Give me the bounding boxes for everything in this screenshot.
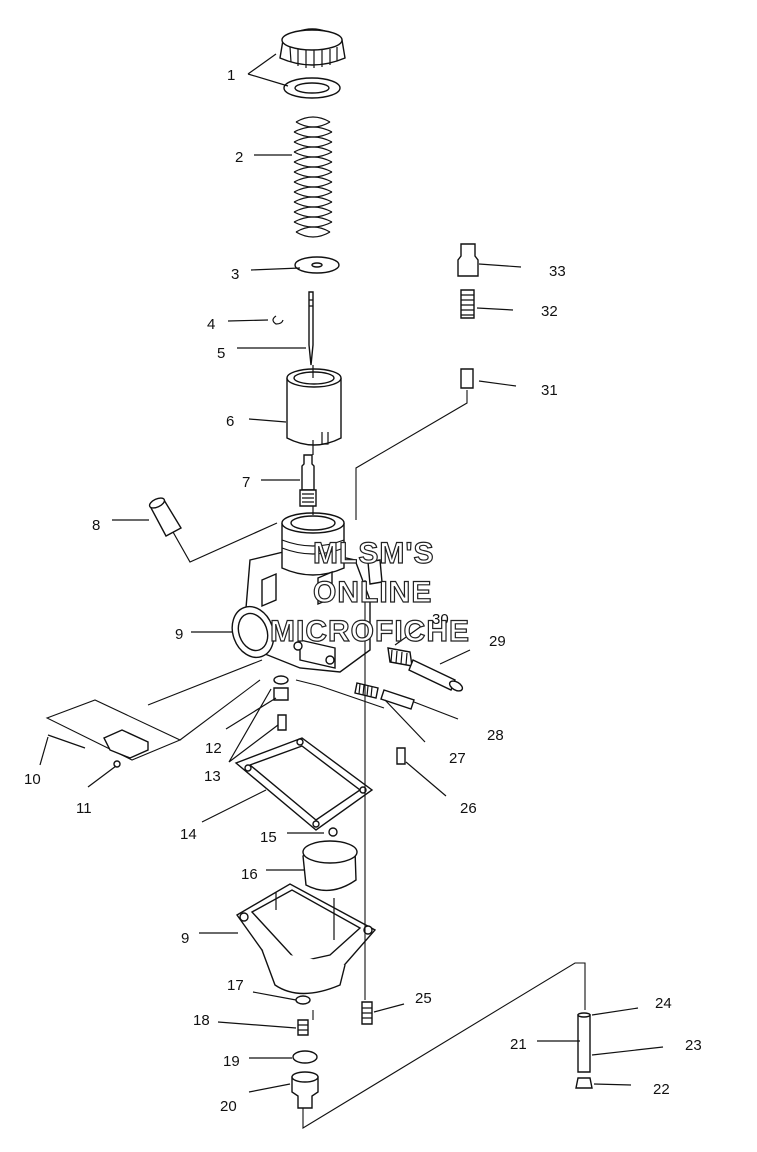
callout-7: 7 [242, 474, 250, 491]
callout-31: 31 [541, 382, 558, 399]
part-idle-screw [387, 647, 464, 692]
part-spring [293, 116, 333, 238]
callout-27: 27 [449, 750, 466, 767]
callout-28: 28 [487, 727, 504, 744]
part-cap-and-washer [279, 28, 346, 99]
part-carburetor-body [231, 512, 383, 673]
part-main-jet [297, 1019, 309, 1036]
callout-9b: 9 [181, 930, 189, 947]
part-washer [295, 995, 311, 1005]
callout-12: 12 [205, 740, 222, 757]
alignment-lines [147, 365, 586, 1129]
part-needle-jet [299, 454, 317, 507]
callout-15: 15 [260, 829, 277, 846]
part-adjuster-cable [355, 243, 479, 520]
callout-25: 25 [415, 990, 432, 1007]
callout-18: 18 [193, 1012, 210, 1029]
callout-26: 26 [460, 800, 477, 817]
callout-5: 5 [217, 345, 225, 362]
callout-16: 16 [241, 866, 258, 883]
part-needle [308, 291, 314, 366]
part-plate [294, 256, 340, 274]
callout-1: 1 [227, 67, 235, 84]
watermark-line3: MICROFICHE [270, 615, 470, 648]
callout-32: 32 [541, 303, 558, 320]
callout-9a: 9 [175, 626, 183, 643]
part-gasket [234, 737, 374, 831]
callout-30: 30 [432, 611, 449, 628]
callout-29: 29 [489, 633, 506, 650]
part-float [302, 840, 358, 892]
callout-8: 8 [92, 517, 100, 534]
part-jet-assembly [273, 675, 289, 731]
part-plug-22 [575, 1077, 593, 1089]
callout-24: 24 [655, 995, 672, 1012]
callout-3: 3 [231, 266, 239, 283]
callout-labels: 1 2 3 4 5 6 7 8 9 10 11 12 13 14 15 16 9… [24, 67, 702, 1115]
part-float-arm [45, 699, 182, 768]
part-screw-25 [361, 1001, 373, 1025]
part-screw-26 [396, 747, 406, 765]
part-float-bowl [235, 883, 377, 995]
watermark-line1: MLSM'S [313, 537, 434, 570]
callout-19: 19 [223, 1053, 240, 1070]
leader-lines [39, 53, 664, 1093]
callout-22: 22 [653, 1081, 670, 1098]
callout-13: 13 [204, 768, 221, 785]
callout-21: 21 [510, 1036, 527, 1053]
callout-6: 6 [226, 413, 234, 430]
callout-23: 23 [685, 1037, 702, 1054]
part-cap [148, 497, 182, 537]
part-clip [272, 315, 284, 325]
callout-2: 2 [235, 149, 243, 166]
callout-14: 14 [180, 826, 197, 843]
part-tube [577, 1012, 591, 1073]
callout-4: 4 [207, 316, 215, 333]
callout-33: 33 [549, 263, 566, 280]
watermark: MLSM'S ONLINE MICROFICHE [269, 536, 470, 648]
part-throttle-valve [286, 368, 342, 446]
part-ball [328, 827, 338, 837]
callout-20: 20 [220, 1098, 237, 1115]
callout-10: 10 [24, 771, 41, 788]
watermark-line2: ONLINE [313, 576, 432, 609]
part-o-ring-drain [292, 1050, 318, 1064]
callout-17: 17 [227, 977, 244, 994]
part-pilot-screw [354, 682, 415, 710]
part-drain-plug [291, 1071, 319, 1109]
callout-11: 11 [76, 800, 92, 817]
